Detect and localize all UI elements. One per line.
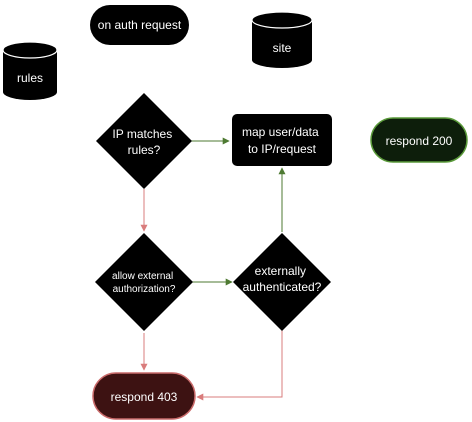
respond-403-shape — [92, 372, 196, 420]
site-label: site — [273, 41, 292, 55]
externally-auth-label-line-1: externally — [255, 264, 306, 278]
externally-auth-diamond — [233, 233, 331, 331]
allow-external-label-line-1: allow external — [112, 271, 173, 282]
respond-200-label: respond 200 — [386, 134, 453, 148]
node-ip-matches: IP matches rules? — [96, 93, 192, 189]
auth-request-label: on auth request — [98, 18, 182, 32]
edge-externally-auth-to-respond-403 — [196, 330, 283, 401]
node-map-user: map user/data to IP/request — [232, 114, 332, 166]
allow-external-label-line-2: authorization? — [113, 284, 176, 295]
auth-request-shape — [90, 5, 189, 45]
svg-text:allow external authoriza: allow external authorization? — [112, 271, 176, 295]
respond-200-shape — [370, 117, 468, 163]
node-respond-403: respond 403 — [92, 372, 196, 420]
ip-matches-diamond — [96, 93, 192, 189]
ip-matches-label-line-1: IP matches — [112, 127, 172, 141]
map-user-shape — [232, 114, 332, 166]
svg-text:IP matches rules?: IP matches rules? — [112, 127, 175, 157]
node-rules: rules — [2, 41, 58, 100]
externally-auth-label-line-2: authenticated? — [243, 280, 322, 294]
edges — [140, 137, 286, 401]
node-site: site — [251, 11, 313, 68]
map-user-label-line-1: map user/data — [242, 125, 319, 139]
ip-matches-label-line-2: rules? — [128, 143, 161, 157]
map-user-label-line-2: to IP/request — [248, 142, 317, 156]
svg-text:externally authenticated: externally authenticated? — [243, 264, 322, 294]
node-externally-auth: externally authenticated? — [233, 233, 331, 331]
respond-403-label: respond 403 — [111, 390, 178, 404]
node-allow-external: allow external authorization? — [95, 233, 193, 331]
node-auth-request: on auth request — [90, 5, 189, 45]
rules-label: rules — [17, 71, 43, 85]
svg-text:map user/data to IP/requ: map user/data to IP/request — [242, 125, 322, 156]
allow-external-diamond — [95, 233, 193, 331]
node-respond-200: respond 200 — [370, 117, 468, 163]
site-cylinder-top — [251, 11, 313, 29]
rules-cylinder-top — [2, 41, 58, 59]
